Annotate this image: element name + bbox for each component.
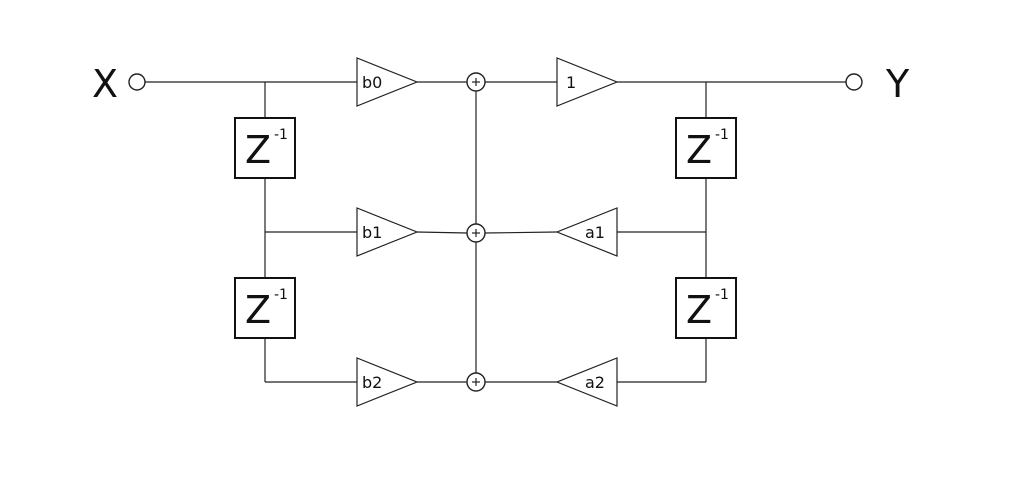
delay-exponent: -1 [715, 127, 729, 143]
delay-box [234, 277, 296, 339]
delay-block-right-2: Z -1 [675, 277, 737, 339]
input-label: X [92, 62, 118, 106]
gain-label: b1 [362, 223, 382, 242]
output-terminal: Y [845, 62, 910, 106]
gain-triangle [356, 57, 419, 107]
gain-label: a1 [585, 223, 605, 242]
delay-exponent: -1 [274, 287, 288, 303]
gain-b1: b1 [356, 207, 419, 257]
gain-a2: a2 [555, 357, 618, 407]
delay-exponent: -1 [715, 287, 729, 303]
summer-bottom [466, 372, 486, 392]
gain-triangle [356, 207, 419, 257]
input-node [128, 73, 146, 91]
gain-b2: b2 [356, 357, 419, 407]
wires [145, 81, 846, 383]
gain-label: a2 [585, 373, 605, 392]
delay-box [675, 277, 737, 339]
delay-base: Z [245, 288, 271, 332]
gain-triangle [555, 207, 618, 257]
gain-a1: a1 [555, 207, 618, 257]
gain-label: b0 [362, 73, 382, 92]
input-terminal: X [92, 62, 146, 106]
delay-base: Z [686, 288, 712, 332]
summer-middle [466, 223, 486, 243]
gain-triangle [356, 357, 419, 407]
gain-b0: b0 [356, 57, 419, 107]
delay-box [234, 117, 296, 179]
delay-base: Z [686, 128, 712, 172]
gain-triangle [555, 357, 618, 407]
gain-label: b2 [362, 373, 382, 392]
summer-top [466, 72, 486, 92]
output-node [845, 73, 863, 91]
delay-base: Z [245, 128, 271, 172]
output-label: Y [885, 62, 910, 106]
delay-block-left-1: Z -1 [234, 117, 296, 179]
gain-triangle [556, 57, 619, 107]
gain-output: 1 [556, 57, 619, 107]
delay-block-right-1: Z -1 [675, 117, 737, 179]
wire-b1-to-sum1 [416, 231, 468, 234]
delay-block-left-2: Z -1 [234, 277, 296, 339]
gain-label: 1 [566, 73, 576, 92]
delay-box [675, 117, 737, 179]
wire-a1-to-sum1 [484, 231, 558, 234]
delay-exponent: -1 [274, 127, 288, 143]
